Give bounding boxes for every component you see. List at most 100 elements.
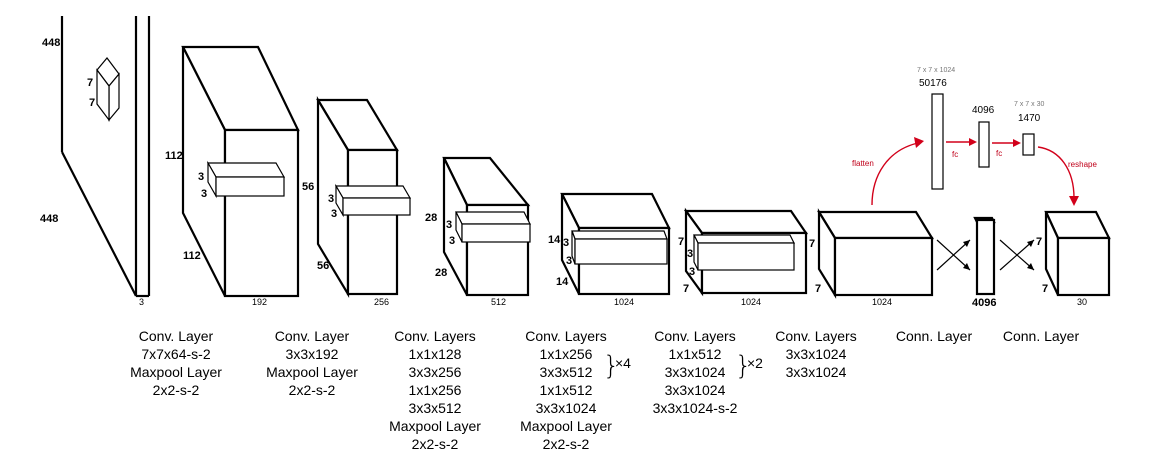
caption-line: Conv. Layers <box>525 328 606 344</box>
stage-1-depth-label: 3 <box>139 297 144 307</box>
caption-line: Maxpool Layer <box>389 418 481 434</box>
caption-stage-7: Conn. Layer <box>896 328 973 344</box>
stage-3-kernel-a: 3 <box>328 193 334 205</box>
reshape-label: reshape <box>1068 160 1097 169</box>
caption-stage-4: Conv. Layers 1x1x256 3x3x512 1x1x512 3x3… <box>520 328 631 452</box>
stage-1-kernel <box>96 57 120 122</box>
stage-5-kernel <box>571 230 668 265</box>
caption-stage-5: Conv. Layers 1x1x512 3x3x1024 3x3x1024 3… <box>653 328 764 416</box>
caption-line: Maxpool Layer <box>130 364 222 380</box>
stage-1-width-label: 448 <box>42 37 60 49</box>
stage-3-height-label: 56 <box>317 260 329 272</box>
caption-line: Conv. Layer <box>139 328 214 344</box>
stage-8-size-label: 4096 <box>972 297 996 309</box>
stage-3-volume: 56 56 256 3 3 <box>302 96 412 307</box>
fc2-label: fc <box>996 149 1002 158</box>
caption-stage-2: Conv. Layer 3x3x192 Maxpool Layer 2x2-s-… <box>266 328 358 398</box>
stage-1-kernel-a: 7 <box>87 77 93 89</box>
caption-line: Maxpool Layer <box>266 364 358 380</box>
stage-5-kernel-b: 3 <box>566 255 572 267</box>
caption-line: 7x7x64-s-2 <box>141 346 210 362</box>
stage-7-width-label: 7 <box>809 238 815 250</box>
stage-5-volume: 14 14 1024 3 3 <box>548 192 671 307</box>
stage-2-depth-label: 192 <box>252 297 267 307</box>
caption-line: 3x3x1024 <box>665 382 726 398</box>
stage-6-kernel-b: 3 <box>689 266 695 278</box>
vector-50176 <box>931 93 944 190</box>
stage-5-height-label: 14 <box>556 276 569 288</box>
stage-3-depth-label: 256 <box>374 297 389 307</box>
stage-1-height-label: 448 <box>40 213 58 225</box>
caption-line: Maxpool Layer <box>520 418 612 434</box>
flatten-arrow <box>871 142 919 206</box>
stage-6-kernel-a: 3 <box>687 248 693 260</box>
caption-line: 3x3x1024 <box>786 346 847 362</box>
caption-line: 3x3x512 <box>540 364 593 380</box>
stage-9-height-label: 7 <box>1042 283 1048 295</box>
caption-line: 1x1x512 <box>540 382 593 398</box>
stage-6-width-label: 7 <box>678 236 684 248</box>
vec2-size-label: 4096 <box>972 105 995 116</box>
stage-7-depth-label: 1024 <box>872 297 892 307</box>
vector-1470 <box>1022 133 1035 156</box>
caption-line: 3x3x256 <box>409 364 462 380</box>
caption-line: 3x3x1024 <box>786 364 847 380</box>
stage-4-kernel-b: 3 <box>449 235 455 247</box>
caption-stage-1: Conv. Layer 7x7x64-s-2 Maxpool Layer 2x2… <box>130 328 222 398</box>
connection-arrows-1 <box>936 239 971 271</box>
fc1-label: fc <box>952 150 958 159</box>
stage-9-width-label: 7 <box>1036 236 1042 248</box>
repeat-count: ×4 <box>615 355 631 371</box>
stage-3-width-label: 56 <box>302 181 314 193</box>
vec3-size-label: 1470 <box>1018 113 1041 124</box>
caption-line: Conv. Layer <box>275 328 350 344</box>
connection-arrows-2 <box>999 239 1035 271</box>
stage-5-kernel-a: 3 <box>563 237 569 249</box>
caption-line: 1x1x128 <box>409 346 462 362</box>
vector-4096 <box>978 121 990 168</box>
stage-1-input: 448 448 3 7 7 <box>40 16 151 307</box>
stage-2-kernel <box>206 160 286 199</box>
stage-3-kernel <box>334 183 412 218</box>
stage-5-width-label: 14 <box>548 234 561 246</box>
caption-line: 3x3x512 <box>409 400 462 416</box>
caption-line: 1x1x512 <box>669 346 722 362</box>
reshape-arrow <box>1037 146 1075 199</box>
stage-8-vector: 4096 <box>972 216 996 309</box>
caption-line: 2x2-s-2 <box>153 382 200 398</box>
repeat-brace: } <box>603 351 620 381</box>
caption-stage-6: Conv. Layers 3x3x1024 3x3x1024 <box>775 328 856 380</box>
stage-6-height-label: 7 <box>683 283 689 295</box>
vec3-shape-label: 7 x 7 x 30 <box>1014 101 1044 108</box>
stage-2-kernel-a: 3 <box>198 171 204 183</box>
stage-9-output: 7 7 30 <box>1036 210 1111 307</box>
stage-1-kernel-b: 7 <box>89 97 95 109</box>
caption-line: 2x2-s-2 <box>289 382 336 398</box>
caption-line: Conn. Layer <box>896 328 973 344</box>
caption-line: Conn. Layer <box>1003 328 1080 344</box>
stage-2-kernel-b: 3 <box>201 188 207 200</box>
caption-line: 1x1x256 <box>409 382 462 398</box>
vec1-shape-label: 7 x 7 x 1024 <box>917 67 955 74</box>
stage-4-kernel-a: 3 <box>446 219 452 231</box>
caption-line: 3x3x1024-s-2 <box>653 400 738 416</box>
stage-7-height-label: 7 <box>815 283 821 295</box>
caption-line: 3x3x1024 <box>665 364 726 380</box>
stage-2-height-label: 112 <box>183 250 201 262</box>
stage-4-volume: 28 28 512 3 3 <box>425 156 531 307</box>
caption-line: 1x1x256 <box>540 346 593 362</box>
stage-4-kernel <box>455 211 531 243</box>
caption-stage-8: Conn. Layer <box>1003 328 1080 344</box>
caption-line: 3x3x192 <box>286 346 339 362</box>
stage-2-volume: 112 112 192 3 3 <box>165 45 300 307</box>
repeat-brace: } <box>735 351 752 381</box>
stage-2-width-label: 112 <box>165 150 183 162</box>
caption-line: Conv. Layers <box>394 328 475 344</box>
stage-4-depth-label: 512 <box>491 297 506 307</box>
caption-line: 2x2-s-2 <box>412 436 459 452</box>
repeat-count: ×2 <box>747 355 763 371</box>
vec1-size-label: 50176 <box>919 78 947 89</box>
caption-line: Conv. Layers <box>654 328 735 344</box>
caption-line: Conv. Layers <box>775 328 856 344</box>
